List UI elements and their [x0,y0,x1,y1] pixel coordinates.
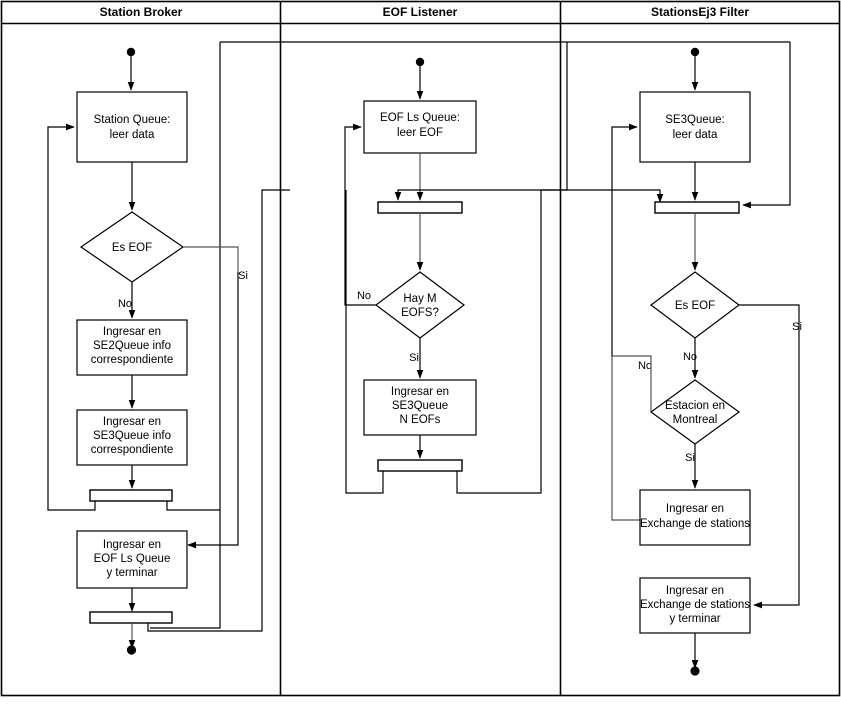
node-el-se3-line-3: N EOFs [400,414,441,426]
node-el-hasm-line-1: Hay M [403,293,436,305]
node-sb-read-line-1: Station Queue: [94,114,171,126]
node-sf-exch-line-2: Exchange de stations [640,518,750,530]
edge-label-sf-eof-si: Si [792,321,802,333]
node-el-join2 [345,189,664,494]
node-sb-join1 [47,123,220,511]
node-sf-exchange: Ingresar en Exchange de stations [639,489,751,546]
edge-el-hasm-no [344,123,376,306]
node-sf-exchend-line-2: Exchange de stations [640,599,750,611]
edge-label-sf-montreal-si: Si [685,452,695,464]
node-el-hasm-line-2: EOFS? [401,307,439,319]
node-sb-se2: Ingresar en SE2Queue info correspondient… [76,319,188,376]
node-sb-se3-line-3: correspondiente [91,444,173,456]
node-sb-start [126,47,136,57]
node-sf-exchange-end: Ingresar en Exchange de stations y termi… [639,577,751,634]
edge-rail-into-el-join1 [394,42,568,201]
node-sb-is-eof-line-1: Es EOF [112,242,152,254]
node-sb-read-line-2: leer data [110,129,155,141]
edge-label-sf-eof-no: No [683,351,697,363]
node-sf-join1 [654,201,740,214]
node-el-se3: Ingresar en SE3Queue N EOFs [363,379,477,436]
node-sf-read-line-1: SE3Queue: [665,114,724,126]
edge-label-sb-eof-si: Si [238,270,248,282]
node-el-start [415,57,425,67]
edge-label-el-hasm-no: No [357,290,371,302]
edge-label-el-hasm-si: Si [409,352,419,364]
node-sf-exchend-line-3: y terminar [669,613,720,625]
node-sf-start [690,47,700,57]
node-sb-se3: Ingresar en SE3Queue info correspondient… [76,409,188,466]
node-sf-exch-line-1: Ingresar en [666,503,724,515]
lane-title-station-broker: Station Broker [100,5,183,19]
lane-title-stationsej3-filter: StationsEj3 Filter [651,5,749,19]
node-sb-eofls-line-1: Ingresar en [103,539,161,551]
node-sf-exchend-line-1: Ingresar en [666,585,724,597]
edge-sf-montreal-no-loop [611,123,638,356]
node-sf-end [690,666,700,676]
node-el-read-line-1: EOF Ls Queue: [380,112,460,124]
edge-sf-eof-si [739,304,800,609]
node-el-se3-line-2: SE3Queue [392,400,448,412]
node-el-has-m-eofs: Hay M EOFS? [375,271,465,339]
node-el-se3-line-1: Ingresar en [391,386,449,398]
node-el-read-line-2: leer EOF [397,127,443,139]
node-sb-se3-line-2: SE3Queue info [93,430,171,442]
node-sf-is-eof-line-1: Es EOF [675,300,715,312]
lane-title-eof-listener: EOF Listener [383,5,458,19]
node-sb-se2-line-1: Ingresar en [103,326,161,338]
node-sf-read-line-2: leer data [673,129,718,141]
edge-sf-rail-into-join1 [742,42,791,209]
node-sf-montreal-line-1: Estacion en [665,400,725,412]
node-sb-join2 [89,189,290,632]
node-sb-end [126,645,137,655]
node-el-read: EOF Ls Queue: leer EOF [363,100,477,154]
node-sb-eofls-line-2: EOF Ls Queue [94,553,171,565]
edge-label-sf-montreal-no: No [638,360,652,372]
node-sf-is-eof: Es EOF [650,271,740,339]
node-sf-read: SE3Queue: leer data [639,91,751,163]
edge-label-sb-eof-no: No [118,298,132,310]
node-sb-se3-line-1: Ingresar en [103,416,161,428]
edge-sb-to-el-rail [150,41,567,629]
edge-sb-eof-si [183,246,239,272]
node-sb-eofls-line-3: y terminar [106,567,157,579]
node-sb-se2-line-2: SE2Queue info [93,340,171,352]
node-el-join1 [377,201,463,214]
edge-sb-si-to-eofls [187,272,239,549]
node-sb-se2-line-3: correspondiente [91,354,173,366]
node-sb-is-eof: Es EOF [79,211,185,283]
node-sb-read: Station Queue: leer data [76,91,188,163]
node-sf-montreal: Estacion en Montreal [649,379,741,445]
node-sb-eofls: Ingresar en EOF Ls Queue y terminar [76,530,188,589]
node-sf-montreal-line-2: Montreal [673,414,718,426]
